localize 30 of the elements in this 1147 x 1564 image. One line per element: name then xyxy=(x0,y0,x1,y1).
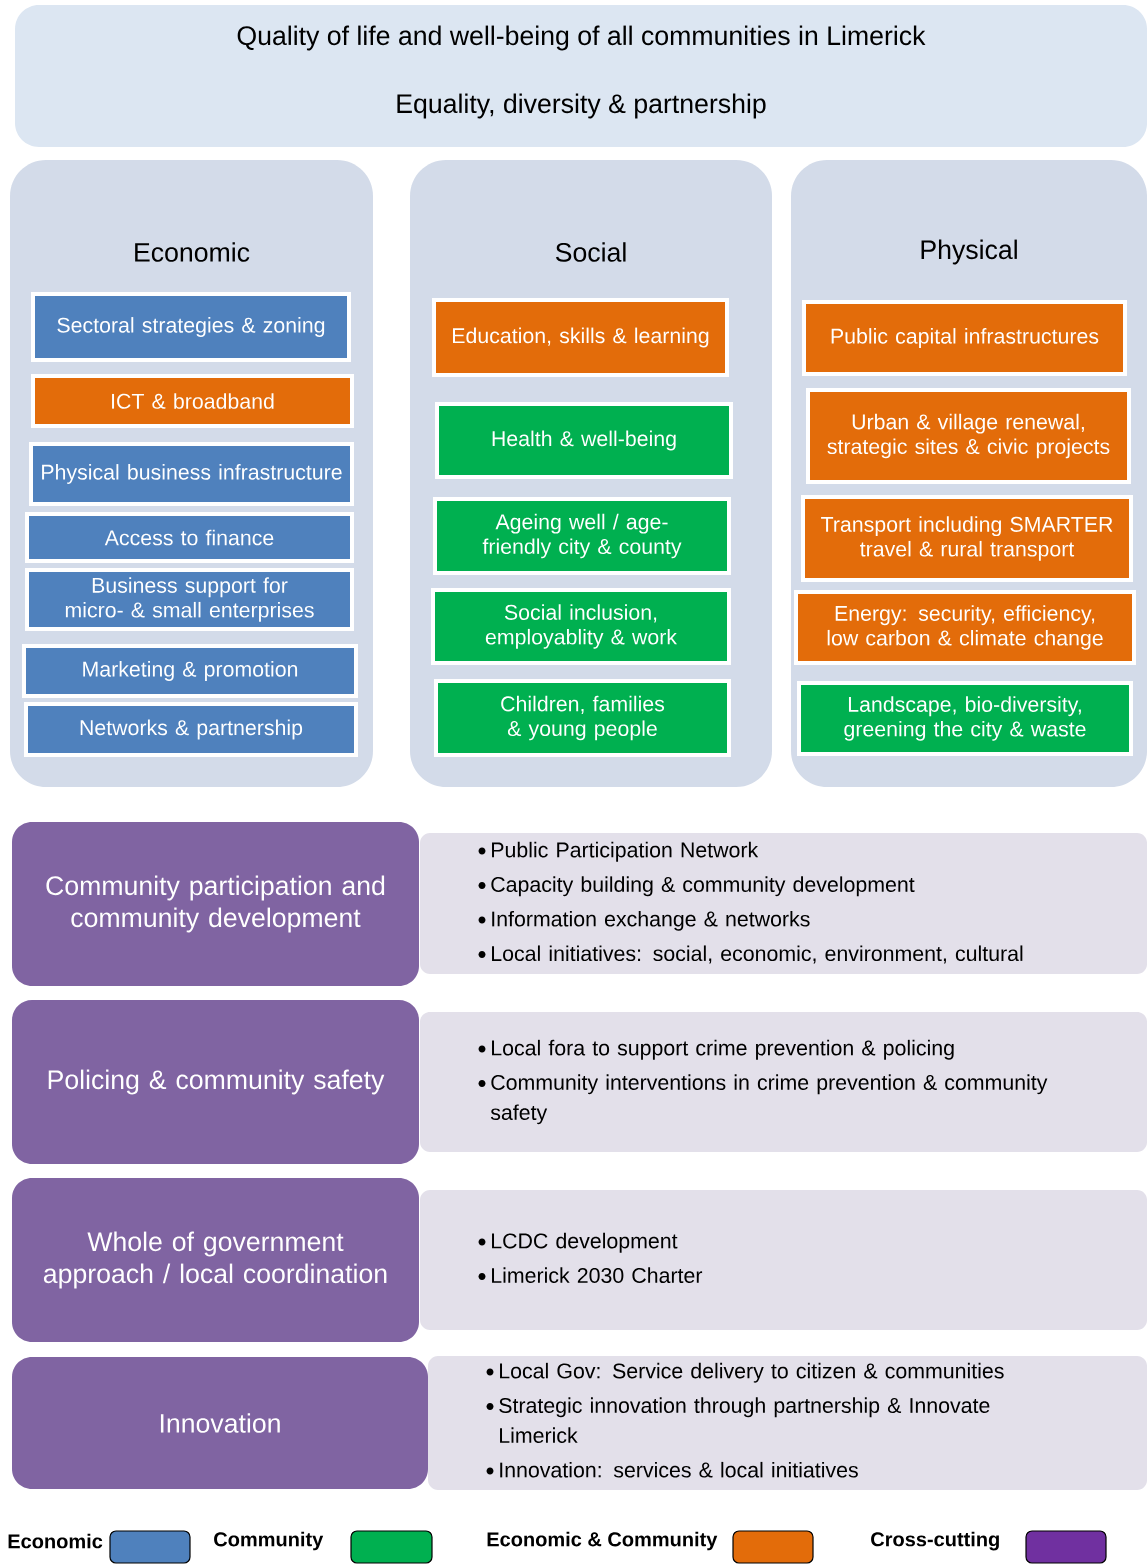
legend-label: Economic xyxy=(8,1533,103,1549)
bullet-list-panel: Local fora to support crime prevention & policing Community interventions in crime prevention & community safety xyxy=(420,1012,1147,1152)
topic-box: Landscape, bio-diversity, greening the city & waste xyxy=(797,681,1133,756)
topic-box: Social inclusion, employablity & work xyxy=(431,588,731,665)
topic-box: Access to finance xyxy=(25,512,354,563)
topic-box: Networks & partnership xyxy=(24,702,358,757)
theme-box: Community participation and community development xyxy=(12,822,419,986)
topic-box: Education, skills & learning xyxy=(432,298,729,377)
legend-label: Economic & Community xyxy=(487,1531,718,1551)
topic-box: ICT & broadband xyxy=(31,374,354,428)
bullet-list-panel: Public Participation Network Capacity building & community development Information exchange & networks Local initiatives: social, economic, environment, cultural xyxy=(420,833,1147,974)
topic-box: Physical business infrastructure xyxy=(29,442,354,506)
topic-box: Business support for micro- & small enterprises xyxy=(25,568,354,631)
topic-box: Marketing & promotion xyxy=(22,644,358,698)
legend-label: Cross-cutting xyxy=(871,1531,999,1551)
topic-box: Urban & village renewal, strategic sites & civic projects xyxy=(806,388,1131,484)
topic-box: Public capital infrastructures xyxy=(802,300,1127,376)
topic-box: Health & well-being xyxy=(435,402,733,479)
theme-box: Innovation xyxy=(12,1357,428,1489)
legend-label: Community xyxy=(214,1531,324,1551)
theme-box: Policing & community safety xyxy=(12,1000,419,1164)
topic-box: Ageing well / age-friendly city & county xyxy=(433,497,731,575)
topic-box: Children, families & young people xyxy=(434,679,731,757)
topic-box: Transport including SMARTER travel & rural transport xyxy=(801,495,1133,582)
topic-box: Energy: security, efficiency, low carbon & climate change xyxy=(794,590,1136,665)
topic-box: Sectoral strategies & zoning xyxy=(31,292,351,362)
theme-box: Whole of government approach / local coordination xyxy=(12,1178,419,1342)
bullet-list-panel: LCDC development Limerick 2030 Charter xyxy=(420,1190,1147,1330)
bullet-list-panel: Local Gov: Service delivery to citizen & communities Strategic innovation through partnership & Innovate Limerick Innovation: services & local initiatives xyxy=(428,1356,1147,1490)
header-band: Quality of life and well-being of all communities in Limerick Equality, diversity & partnership xyxy=(15,5,1147,147)
